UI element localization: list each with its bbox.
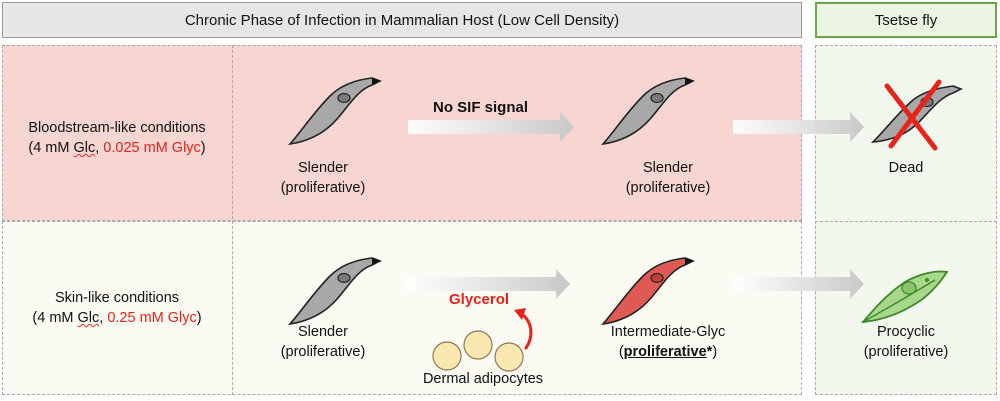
dead-label: Dead xyxy=(826,158,986,178)
bloodstream-condition-values: (4 mM Glc, 0.025 mM Glyc) xyxy=(28,140,206,156)
intermediate-glyc-label: Intermediate-Glyc (proliferative*) xyxy=(573,322,763,362)
glc-abbr: Glc xyxy=(77,310,100,326)
arrow-to-dead-shape xyxy=(733,112,864,142)
cell-name: Slender xyxy=(643,160,693,176)
cell-name: Slender xyxy=(298,324,348,340)
skin-condition-values: (4 mM Glc, 0.25 mM Glyc) xyxy=(32,310,202,326)
asterisk: * xyxy=(706,344,713,360)
arrow-to-intermediate-shape xyxy=(405,269,570,299)
bloodstream-row xyxy=(2,45,802,221)
intermediate-glyc-parasite xyxy=(600,257,695,326)
arrow-to-procyclic-shape xyxy=(733,269,864,299)
glyc-concentration: 0.25 mM Glyc xyxy=(107,310,197,326)
procyclic-label: Procyclic (proliferative) xyxy=(826,322,986,362)
glc-concentration: 4 mM xyxy=(37,310,74,326)
skin-condition-title: Skin-like conditions xyxy=(54,290,180,306)
cell-state: (proliferative) xyxy=(863,344,949,360)
slender-parasite-3 xyxy=(287,257,382,326)
glyc-concentration: 0.025 mM Glyc xyxy=(103,140,201,156)
cell-state: (proliferative) xyxy=(280,344,366,360)
proliferative-emphasis: proliferative xyxy=(623,344,707,360)
host-phase-header-text: Chronic Phase of Infection in Mammalian … xyxy=(184,11,620,29)
cell-name: Intermediate-Glyc xyxy=(610,324,726,340)
cell-name: Procyclic xyxy=(876,324,935,340)
no-sif-signal-label: No SIF signal xyxy=(433,99,529,116)
bloodstream-condition-title: Bloodstream-like conditions xyxy=(28,120,206,136)
slender-label-1: Slender (proliferative) xyxy=(243,158,403,198)
cell-name: Dead xyxy=(888,160,924,176)
arrow-no-sif-shape xyxy=(408,112,574,142)
glycerol-label: Glycerol xyxy=(449,291,510,308)
dead-parasite xyxy=(870,79,963,151)
procyclic-parasite xyxy=(860,270,949,324)
slender-label-2: Slender (proliferative) xyxy=(588,158,748,198)
glycerol-curved-arrow xyxy=(514,308,533,350)
slender-parasite-2 xyxy=(600,77,695,146)
arrow-to-procyclic xyxy=(733,269,864,299)
fly-row-divider xyxy=(815,221,997,222)
slender-label-3: Slender (proliferative) xyxy=(243,322,403,362)
slender-parasite-1 xyxy=(287,77,382,146)
host-phase-header: Chronic Phase of Infection in Mammalian … xyxy=(2,2,802,38)
tsetse-fly-header: Tsetse fly xyxy=(815,2,997,38)
cell-name: Slender xyxy=(298,160,348,176)
cell-state: (proliferative) xyxy=(625,180,711,196)
glc-abbr: Glc xyxy=(73,140,96,156)
arrow-no-sif-signal xyxy=(408,112,574,142)
cross-stroke-2 xyxy=(888,79,942,149)
tsetse-fly-header-text: Tsetse fly xyxy=(874,11,938,29)
skin-condition: Skin-like conditions (4 mM Glc, 0.25 mM … xyxy=(2,288,232,328)
condition-divider xyxy=(232,45,233,395)
arrow-to-intermediate xyxy=(405,269,570,299)
tsetse-fly-column xyxy=(815,45,997,395)
bloodstream-condition: Bloodstream-like conditions (4 mM Glc, 0… xyxy=(2,118,232,158)
cell-state: (proliferative) xyxy=(280,180,366,196)
glc-concentration: 4 mM xyxy=(33,140,70,156)
arrow-to-dead xyxy=(733,112,864,142)
dermal-adipocytes-icon xyxy=(432,330,524,372)
skin-row xyxy=(2,221,802,395)
dermal-adipocytes-label: Dermal adipocytes xyxy=(422,371,544,387)
cell-state: (proliferative*) xyxy=(618,344,718,360)
